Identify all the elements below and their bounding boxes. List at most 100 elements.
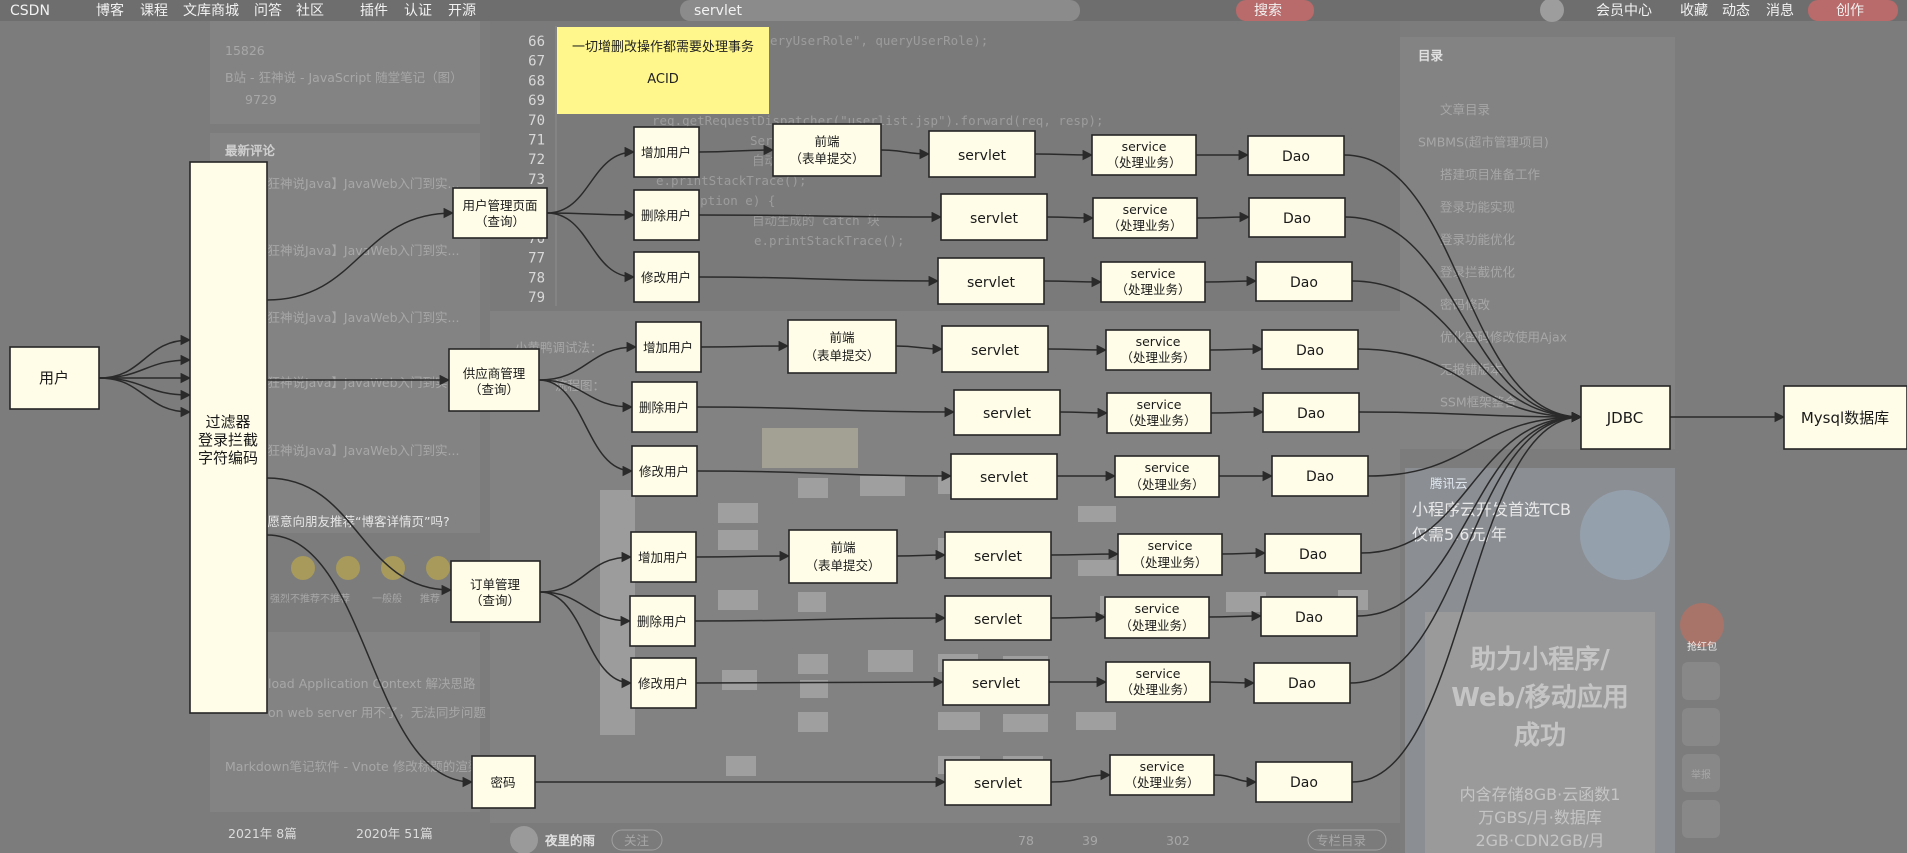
faint-thumbnail xyxy=(718,530,758,550)
code-line-number: 68 xyxy=(528,73,545,89)
code-line-number: 78 xyxy=(528,270,545,286)
comment-title[interactable]: 【狂神说Java】JavaWeb入门到实... xyxy=(255,243,459,258)
toc-item[interactable]: 文章目录 xyxy=(1440,102,1490,117)
feedback-option[interactable]: 一般般 xyxy=(372,592,402,605)
toc-item[interactable]: 优化密码修改使用Ajax xyxy=(1440,330,1567,345)
flow-edge xyxy=(1208,610,1263,622)
follow-button[interactable] xyxy=(611,829,663,851)
service-node-2: service（处理业务） xyxy=(1092,197,1198,239)
search-button[interactable] xyxy=(1236,0,1314,21)
frontend-line: 前端 xyxy=(829,330,854,345)
search-input[interactable] xyxy=(680,0,1080,21)
edit-icon[interactable] xyxy=(1682,662,1720,700)
author-avatar[interactable] xyxy=(510,826,538,853)
follow-button-label: 关注 xyxy=(624,833,650,848)
nav-item-plugin[interactable]: 插件 xyxy=(360,3,388,19)
comment-title[interactable]: 【狂神说Java】JavaWeb入门到实... xyxy=(255,443,459,458)
back-to-top-icon[interactable] xyxy=(1682,800,1720,838)
toc-item[interactable]: SMBMS(超市管理项目) xyxy=(1418,135,1549,150)
feedback-option[interactable]: 不推荐 xyxy=(320,592,350,605)
flow-edge xyxy=(695,550,791,562)
module-to-action-edge xyxy=(546,212,636,283)
faint-thumbnail xyxy=(798,654,828,674)
toc-item[interactable]: 搭建项目准备工作 xyxy=(1440,167,1541,182)
recent-article[interactable]: on web server 用不了，无法同步问题 xyxy=(268,705,486,720)
comment-count[interactable]: 39 xyxy=(1082,833,1098,848)
mysql-node: Mysql数据库 xyxy=(1783,385,1907,450)
faint-thumbnail xyxy=(1078,560,1116,576)
archive-2020[interactable]: 2020年 51篇 xyxy=(356,826,433,841)
add-user-node-3: 增加用户 xyxy=(630,531,697,583)
flow-edge xyxy=(1050,548,1120,560)
service-line: service xyxy=(1135,601,1180,616)
dao-label: Dao xyxy=(1295,610,1323,626)
emoji-icon[interactable] xyxy=(426,556,450,580)
search-button-label: 搜索 xyxy=(1254,2,1282,19)
nav-item-cert[interactable]: 认证 xyxy=(404,3,432,19)
filter-line: 登录拦截 xyxy=(198,431,258,449)
supplier-management-node: 供应商管理 （查询） xyxy=(448,348,540,412)
code-line-number: 72 xyxy=(528,152,545,168)
create-button[interactable] xyxy=(1808,0,1898,21)
action-label: 增加用户 xyxy=(641,145,691,160)
like-count[interactable]: 78 xyxy=(1018,833,1034,848)
module-line: 订单管理 xyxy=(470,577,521,592)
member-center-link[interactable]: 会员中心 xyxy=(1596,3,1652,19)
nav-item-open-source[interactable]: 开源 xyxy=(448,3,476,19)
report-label: 举报 xyxy=(1691,768,1711,781)
nav-item-course[interactable]: 课程 xyxy=(140,3,168,19)
favorite-count[interactable]: 302 xyxy=(1166,833,1190,848)
module-to-action-edge xyxy=(538,341,638,381)
red-packet-icon[interactable] xyxy=(1680,603,1724,647)
comment-title[interactable]: 【狂神说Java】JavaWeb入门到实... xyxy=(255,310,459,325)
nav-item-qa[interactable]: 问答 xyxy=(254,2,282,19)
edit-user-node-2: 修改用户 xyxy=(631,445,698,497)
mysql-label: Mysql数据库 xyxy=(1801,409,1889,427)
toc-item[interactable]: 登录功能优化 xyxy=(1440,232,1516,247)
nav-item-community[interactable]: 社区 xyxy=(296,3,324,19)
comment-title[interactable]: 【狂神说Java】JavaWeb入门到实... xyxy=(255,176,459,191)
ad-brand: 腾讯云 xyxy=(1430,476,1468,491)
flow-edge xyxy=(1059,407,1109,419)
thumbnail-image xyxy=(762,428,858,468)
user-to-filter-edge xyxy=(98,377,192,418)
nav-item-library[interactable]: 文库商城 xyxy=(183,3,239,19)
toc-item[interactable]: 登录功能实现 xyxy=(1440,200,1515,215)
messages-link[interactable]: 消息 xyxy=(1766,2,1794,19)
servlet-label: servlet xyxy=(972,676,1020,692)
password-node: 密码 xyxy=(471,755,536,809)
column-toc-button[interactable] xyxy=(1307,829,1387,851)
servlet-node-9: servlet xyxy=(942,659,1050,706)
recent-article[interactable]: load Application Context 解决思路 xyxy=(268,676,476,691)
feedback-option[interactable]: 强烈不推荐 xyxy=(270,592,320,605)
report-button[interactable] xyxy=(1682,754,1720,792)
toc-item[interactable]: 登录拦截优化 xyxy=(1440,265,1516,280)
add-user-node-1: 增加用户 xyxy=(633,126,700,178)
user-to-filter-edge xyxy=(98,354,192,379)
comment-title[interactable]: 【狂神说Java】JavaWeb入门到实... xyxy=(255,375,459,390)
emoji-icon[interactable] xyxy=(336,556,360,580)
activity-link[interactable]: 动态 xyxy=(1722,3,1750,19)
ad-big-text: Web/移动应用 xyxy=(1451,682,1629,713)
csdn-logo[interactable]: CSDN xyxy=(10,3,50,19)
article-title[interactable]: B站 - 狂神说 - JavaScript 随堂笔记（图） xyxy=(225,70,463,85)
dao-node-6: Dao xyxy=(1271,455,1369,497)
dao-label: Dao xyxy=(1290,275,1318,291)
favorites-link[interactable]: 收藏 xyxy=(1680,3,1708,19)
dao-node-3: Dao xyxy=(1255,261,1353,302)
emoji-icon[interactable] xyxy=(291,556,315,580)
dao-node-4: Dao xyxy=(1261,329,1359,370)
frontend-form-node-2: 前端（表单提交） xyxy=(787,319,897,374)
author-name[interactable]: 夜里的雨 xyxy=(544,833,596,848)
frontend-line: 前端 xyxy=(830,540,855,555)
article-heading: 流程图： xyxy=(555,378,605,393)
frontend-line: 前端 xyxy=(814,134,839,149)
support-icon[interactable] xyxy=(1682,708,1720,746)
servlet-label: servlet xyxy=(958,148,1006,164)
avatar[interactable] xyxy=(1540,0,1564,22)
feedback-option[interactable]: 推荐 xyxy=(420,592,440,605)
code-line-number: 79 xyxy=(528,290,545,306)
nav-item-blog[interactable]: 博客 xyxy=(96,2,124,19)
archive-2021[interactable]: 2021年 8篇 xyxy=(228,826,297,841)
